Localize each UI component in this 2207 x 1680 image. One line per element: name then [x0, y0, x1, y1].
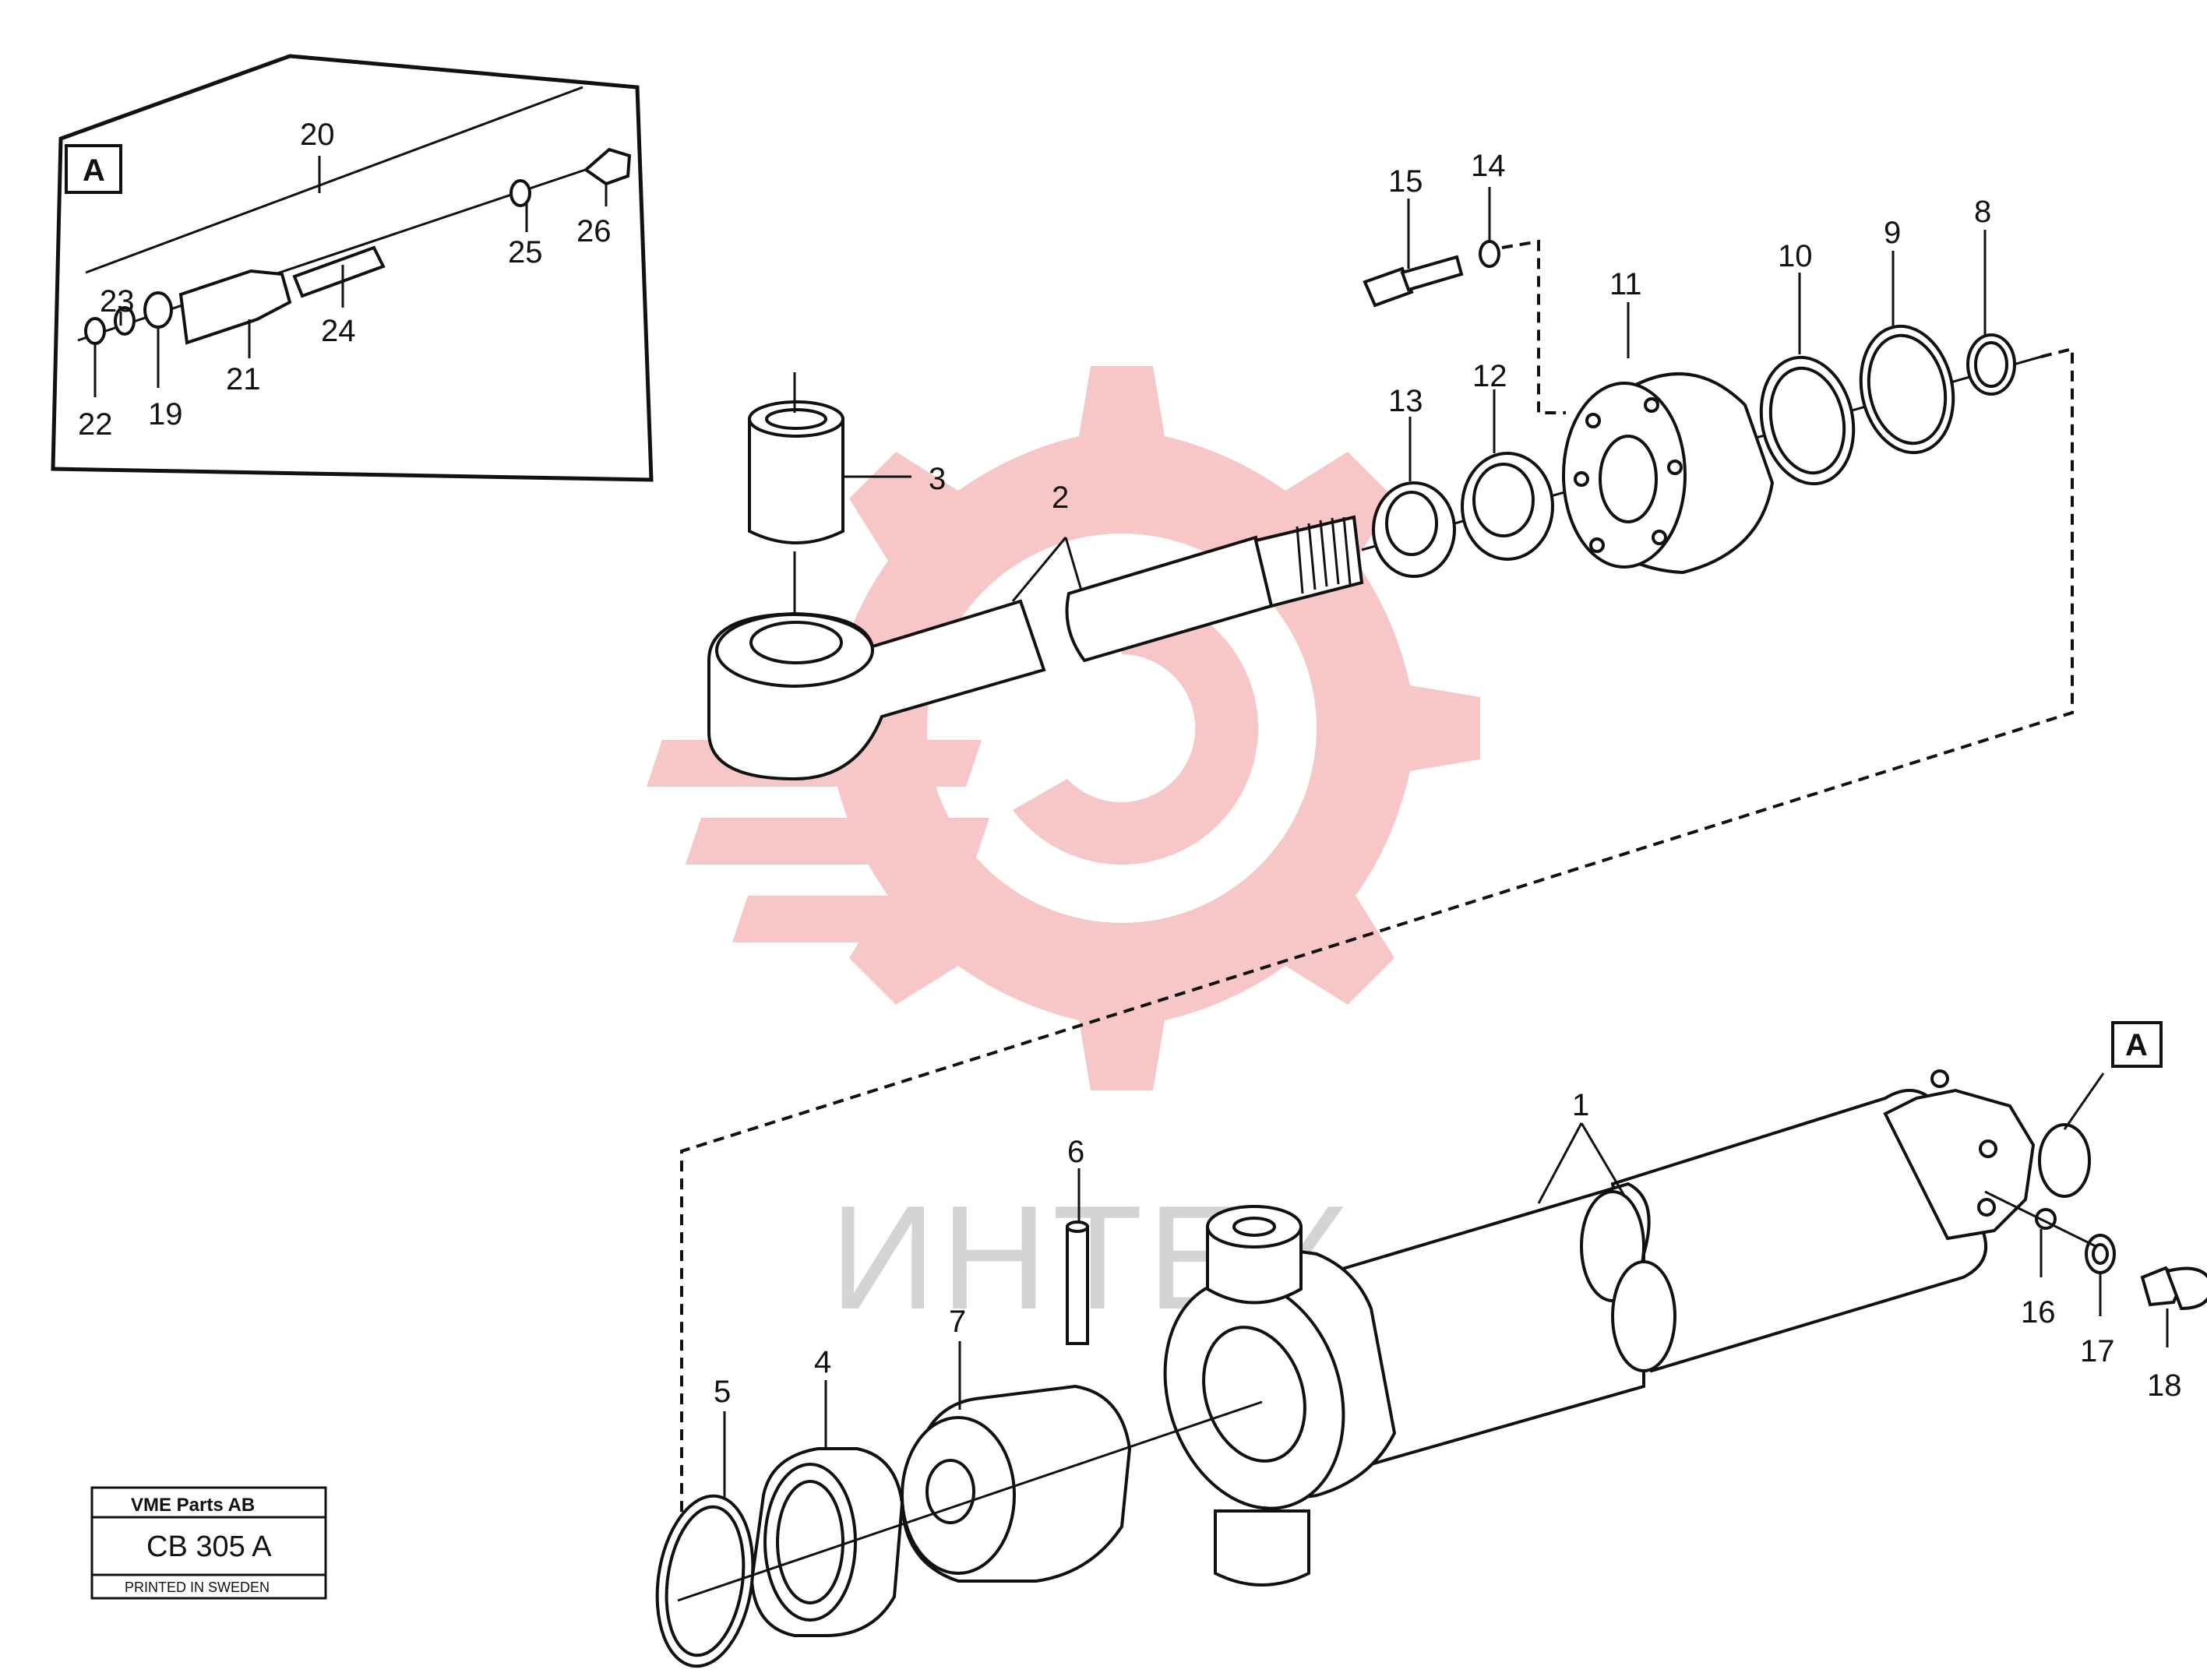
piston-axis-line [677, 1400, 1263, 1602]
bolt-hole [1574, 471, 1589, 487]
label-3: 3 [929, 462, 946, 496]
detail-a-frame [51, 54, 654, 482]
label-16: 16 [2021, 1295, 2056, 1330]
detail-a-marker: A [83, 153, 105, 188]
label-8: 8 [1974, 195, 1991, 229]
cylinder-assembly: A [655, 1021, 2207, 1668]
detail-axis-line-upper [85, 86, 583, 274]
label-1: 1 [1572, 1088, 1589, 1122]
label-4: 4 [814, 1345, 831, 1379]
dashed-link-main [680, 347, 2074, 1597]
label-17: 17 [2080, 1334, 2115, 1368]
title-company: VME Parts AB [131, 1495, 255, 1516]
part-12-seal [1461, 452, 1554, 561]
bolt-hole [1589, 537, 1605, 553]
leader-1a [1537, 1122, 1583, 1204]
port-hole [1979, 1139, 1997, 1158]
cylinder-end-bracket [1163, 1205, 1397, 1587]
part-17-washer [2085, 1234, 2116, 1274]
label-21: 21 [226, 362, 261, 396]
bolt-hole [1667, 460, 1683, 475]
label-25: 25 [508, 235, 543, 269]
detail-a-marker-box [65, 144, 122, 194]
rod-assembly [680, 187, 2074, 1597]
bolt-hole [1585, 413, 1601, 428]
part-3-bush [748, 400, 844, 544]
label-20: 20 [300, 118, 335, 152]
port-hole [1930, 1069, 1949, 1088]
part-21-valve [178, 269, 292, 345]
title-code: CB 305 A [146, 1530, 272, 1563]
label-24: 24 [321, 314, 356, 348]
label-18: 18 [2147, 1368, 2182, 1403]
bolt-hole [1652, 530, 1667, 545]
part-25-washer [509, 179, 531, 207]
part-1-cylinder-tube [1338, 1069, 2091, 1467]
part-22-washer [84, 317, 106, 345]
part-7-piston [901, 1384, 1132, 1583]
detail-a-inset: A 20 23 22 19 21 24 25 26 [51, 54, 654, 482]
callout-a-marker: A [2125, 1028, 2148, 1062]
part-13-guide-ring [1372, 481, 1456, 578]
label-13: 13 [1388, 384, 1423, 418]
part-11-cylinder-head [1562, 372, 1775, 575]
label-12: 12 [1472, 359, 1507, 393]
label-15: 15 [1388, 164, 1423, 199]
part-4-piston-seal [749, 1447, 904, 1637]
label-10: 10 [1778, 239, 1813, 273]
part-10-o-ring [1759, 355, 1856, 486]
leader-callout-a [2063, 1072, 2105, 1130]
part-15-screw [1363, 255, 1464, 308]
part-24-sleeve [292, 245, 386, 298]
callout-a-box [2111, 1021, 2163, 1068]
part-19-seal [143, 291, 173, 329]
label-2: 2 [1052, 481, 1069, 515]
leader-1b [1580, 1122, 1626, 1196]
part-5-wear-ring [655, 1494, 755, 1668]
label-11: 11 [1609, 267, 1642, 301]
label-14: 14 [1471, 149, 1506, 183]
leader-2b [1064, 537, 1083, 591]
leader-16 [1984, 1190, 2096, 1248]
port-hole [1977, 1198, 1996, 1217]
part-labels: 1 2 3 4 5 6 7 8 9 10 11 12 13 14 15 16 1… [714, 149, 2182, 1409]
part-26-plug [583, 147, 632, 186]
label-6: 6 [1067, 1135, 1084, 1169]
part-14-washer [1479, 240, 1500, 268]
title-block: VME Parts AB CB 305 A PRINTED IN SWEDEN [90, 1486, 327, 1600]
tube-end-fitting [1883, 1088, 2036, 1241]
label-26: 26 [576, 214, 612, 248]
part-2-piston-rod [707, 515, 1364, 781]
label-23: 23 [100, 284, 135, 319]
part-18-plug [2140, 1266, 2207, 1311]
label-19: 19 [148, 397, 183, 431]
rod-thread [1296, 516, 1352, 594]
dashed-link-14 [1501, 239, 1566, 414]
label-22: 22 [78, 407, 113, 442]
part-8-seal-ring [1966, 333, 2016, 396]
label-7: 7 [949, 1305, 966, 1339]
label-5: 5 [714, 1375, 731, 1409]
bolt-hole [1644, 397, 1659, 413]
part-9-backup-ring [1859, 324, 1955, 455]
part-6-pin [1066, 1220, 1089, 1345]
label-9: 9 [1884, 216, 1901, 250]
title-printed: PRINTED IN SWEDEN [125, 1580, 270, 1595]
leader-2a [1011, 537, 1067, 602]
